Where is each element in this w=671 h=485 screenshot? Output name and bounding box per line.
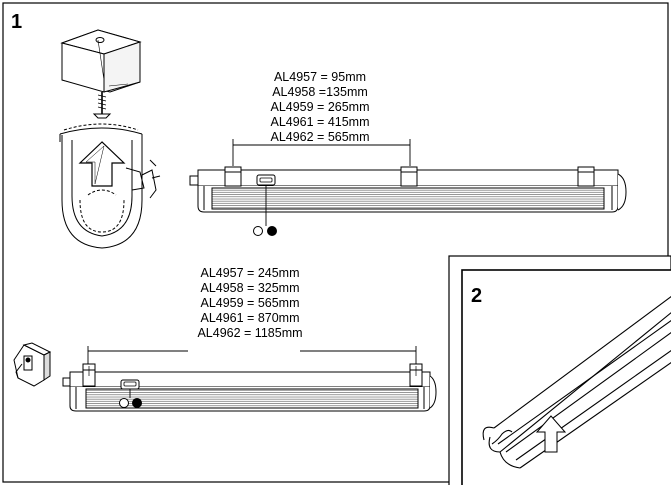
long-spacing-al4962: AL4962 = 1185mm	[197, 326, 302, 340]
long-dimension-line	[87, 346, 417, 372]
panel-2: 2	[448, 255, 671, 485]
switch-off-indicator	[253, 226, 263, 236]
switch-icon	[119, 379, 142, 408]
short-spacing-al4957: AL4957 = 95mm	[274, 70, 366, 84]
short-dimension-line	[232, 139, 411, 166]
short-spacing-al4962: AL4962 = 565mm	[270, 130, 369, 144]
short-spacing-al4961: AL4961 = 415mm	[270, 115, 369, 129]
long-bar-clips	[82, 363, 423, 387]
switch-off-indicator	[119, 398, 129, 408]
screw-icon	[92, 92, 112, 119]
switch-on-indicator	[132, 398, 142, 408]
long-bracket-spacing-list: AL4957 = 245mm AL4958 = 325mm AL4959 = 5…	[197, 266, 302, 340]
switch-on-indicator	[267, 226, 277, 236]
long-spacing-al4959: AL4959 = 565mm	[200, 296, 299, 310]
panel-1-number: 1	[11, 11, 22, 33]
switch-icon	[253, 174, 277, 236]
panel-2-number: 2	[471, 285, 482, 307]
wall-mount-housing	[59, 123, 161, 249]
mounting-rail	[482, 296, 671, 469]
short-spacing-al4958: AL4958 =135mm	[272, 85, 368, 99]
arrow-up-icon	[535, 415, 567, 453]
short-bracket-spacing-list: AL4957 = 95mm AL4958 =135mm AL4959 = 265…	[270, 70, 369, 144]
mounting-clip-icon	[13, 342, 52, 387]
arrow-up-icon	[78, 141, 126, 187]
long-spacing-al4958: AL4958 = 325mm	[200, 281, 299, 295]
long-spacing-al4961: AL4961 = 870mm	[200, 311, 299, 325]
short-bar-clips	[224, 166, 595, 187]
short-spacing-al4959: AL4959 = 265mm	[270, 100, 369, 114]
long-light-bar	[62, 371, 437, 412]
short-light-bar	[189, 169, 627, 213]
long-spacing-al4957: AL4957 = 245mm	[200, 266, 299, 280]
panel-2-frame-inner	[461, 269, 671, 485]
wall-bracket-icon	[60, 29, 142, 93]
